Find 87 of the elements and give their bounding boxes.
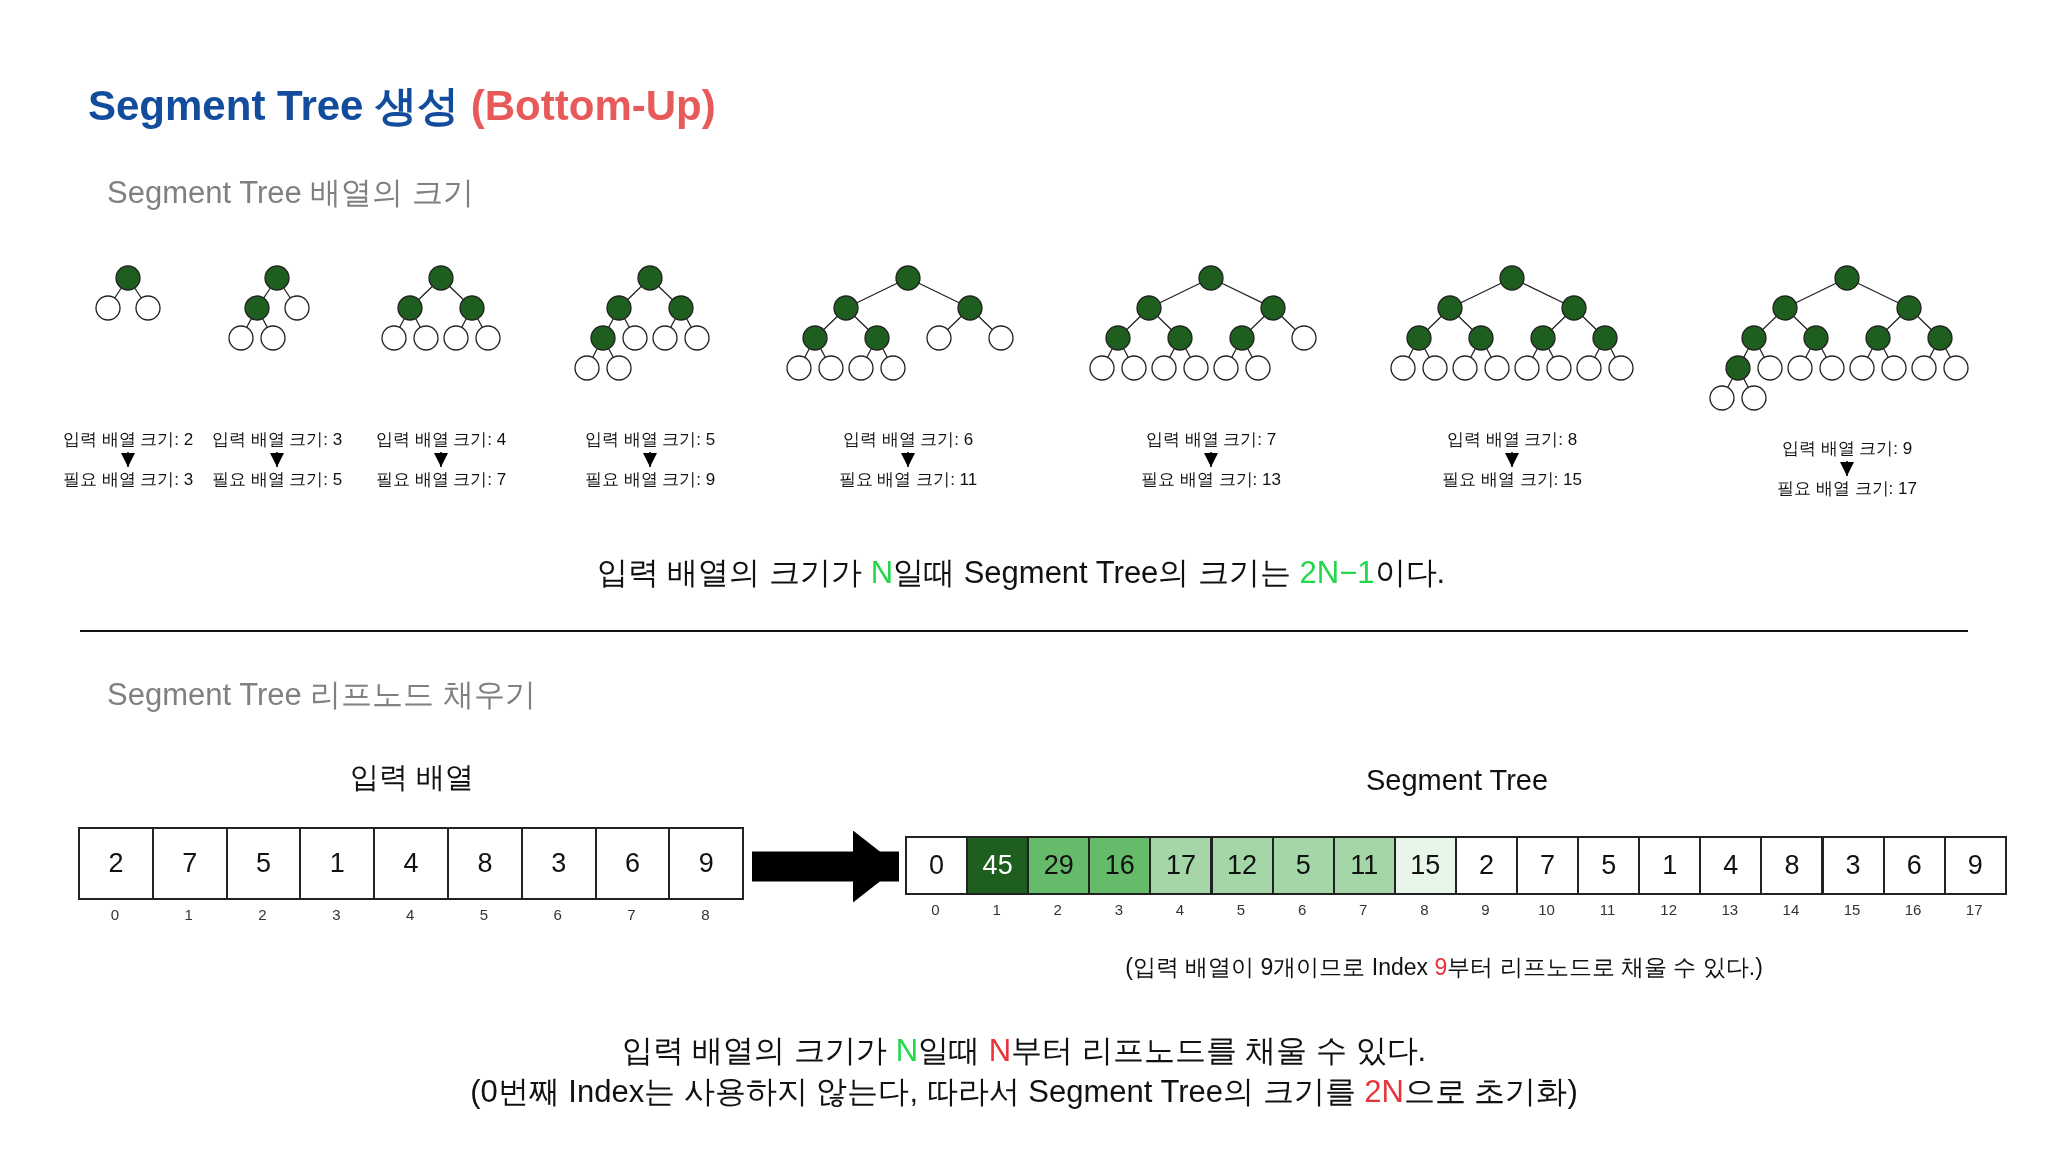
- array-cell: 6: [1882, 836, 1946, 895]
- index-number: 5: [479, 906, 489, 923]
- note-text: (입력 배열이 9개이므로 Index 9부터 리프노드로 채울 수 있다.): [1125, 953, 1763, 982]
- array-cell: 9: [668, 827, 745, 900]
- arrow: [270, 451, 284, 468]
- index-number: 6: [553, 906, 562, 923]
- index-number: 4: [405, 906, 415, 923]
- array-cell: 11: [1332, 836, 1396, 895]
- size-label: 입력 배열 크기: 3: [211, 428, 343, 451]
- array-cell: 4: [373, 827, 449, 900]
- index-number: 2: [1053, 901, 1062, 918]
- array-cell: 6: [594, 827, 671, 900]
- summary-text: 입력 배열의 크기가 N일때 Segment Tree의 크기는 2N−1이다.: [596, 554, 1446, 592]
- index-number: 3: [332, 906, 341, 923]
- size-label: 입력 배열 크기: 8: [1446, 428, 1578, 451]
- index-number: 6: [1297, 901, 1307, 918]
- size-label: 입력 배열 크기: 6: [842, 428, 974, 451]
- array-cell: 17: [1149, 836, 1213, 895]
- index-number: 1: [992, 901, 1001, 918]
- size-label: 입력 배열 크기: 9: [1781, 437, 1913, 460]
- size-label: 입력 배열 크기: 5: [584, 428, 716, 451]
- index-number: 1: [184, 906, 193, 923]
- size-label: 필요 배열 크기: 11: [838, 468, 978, 491]
- array-cell: 5: [225, 827, 302, 900]
- array-cell: 45: [966, 836, 1030, 895]
- array-heading: 입력 배열: [349, 760, 475, 795]
- arrow: [901, 451, 915, 468]
- array-cell: 5: [1271, 836, 1335, 895]
- size-label: 필요 배열 크기: 17: [1777, 477, 1917, 500]
- array-cell: 7: [1516, 836, 1580, 895]
- size-label: 입력 배열 크기: 2: [62, 428, 194, 451]
- index-number: 4: [1175, 901, 1185, 918]
- arrow: [643, 451, 657, 468]
- array-cell: 2: [1454, 836, 1518, 895]
- array-cell: 1: [1638, 836, 1702, 895]
- index-number: 5: [1236, 901, 1246, 918]
- title: Segment Tree 생성 (Bottom-Up): [88, 81, 716, 131]
- array-cell: 12: [1210, 836, 1274, 895]
- array-cell: 8: [1760, 836, 1824, 895]
- index-number: 0: [110, 906, 120, 923]
- array-cell: 29: [1027, 836, 1091, 895]
- index-number: 14: [1782, 901, 1800, 918]
- size-label: 필요 배열 크기: 15: [1442, 468, 1582, 491]
- index-number: 2: [258, 906, 267, 923]
- arrow: [121, 451, 135, 468]
- index-number: 8: [1420, 901, 1429, 918]
- size-label: 입력 배열 크기: 7: [1145, 428, 1277, 451]
- index-number: 17: [1965, 901, 1983, 918]
- index-number: 12: [1660, 901, 1678, 918]
- size-label: 필요 배열 크기: 3: [62, 468, 194, 491]
- array-cell: 15: [1393, 836, 1457, 895]
- arrow: [1505, 451, 1519, 468]
- index-number: 0: [931, 901, 940, 918]
- index-number: 10: [1538, 901, 1555, 918]
- array-cell: 9: [1943, 836, 2007, 895]
- arrow: [434, 451, 448, 468]
- array-heading: Segment Tree: [1365, 764, 1549, 797]
- array-cell: 16: [1088, 836, 1152, 895]
- section-heading: Segment Tree 리프노드 채우기: [107, 676, 536, 714]
- size-label: 필요 배열 크기: 5: [211, 468, 343, 491]
- array-cell: 2: [78, 827, 154, 900]
- index-number: 13: [1721, 901, 1739, 918]
- index-number: 7: [627, 906, 636, 923]
- index-number: 15: [1843, 901, 1861, 918]
- summary-text: 입력 배열의 크기가 N일때 N부터 리프노드를 채울 수 있다.: [621, 1032, 1427, 1070]
- array-cell: 1: [299, 827, 376, 900]
- array-cell: 7: [151, 827, 228, 900]
- summary-text: (0번째 Index는 사용하지 않는다, 따라서 Segment Tree의 크기를 2N으로 초기화): [470, 1073, 1578, 1111]
- index-number: 11: [1599, 901, 1616, 918]
- arrow: [752, 830, 899, 903]
- index-number: 9: [1481, 901, 1490, 918]
- array-cell: 3: [520, 827, 597, 900]
- size-label: 필요 배열 크기: 13: [1141, 468, 1281, 491]
- array-cell: 4: [1699, 836, 1763, 895]
- size-label: 필요 배열 크기: 7: [375, 468, 507, 491]
- array-cell: 3: [1821, 836, 1885, 895]
- index-number: 7: [1359, 901, 1368, 918]
- section-heading: Segment Tree 배열의 크기: [107, 174, 474, 212]
- arrow: [1840, 460, 1854, 477]
- size-label: 입력 배열 크기: 4: [375, 428, 507, 451]
- arrow: [1204, 451, 1218, 468]
- array-cell: 5: [1577, 836, 1641, 895]
- index-number: 3: [1114, 901, 1123, 918]
- index-number: 8: [701, 906, 710, 923]
- index-number: 16: [1904, 901, 1922, 918]
- array-cell: 8: [447, 827, 523, 900]
- size-label: 필요 배열 크기: 9: [584, 468, 716, 491]
